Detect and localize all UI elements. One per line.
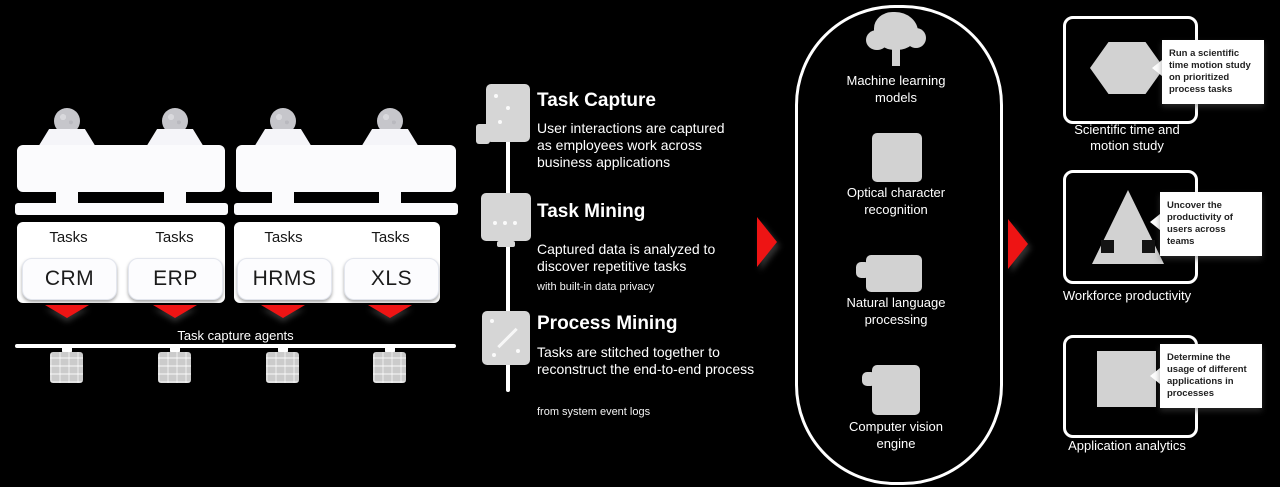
outcome-tooltip: Determine the usage of different applica… [1160, 344, 1262, 408]
capture-agent-icon [266, 352, 299, 383]
engine-item-line: Optical character [846, 185, 946, 200]
step-heading: Task Mining [537, 201, 646, 222]
timeline-connector [506, 115, 510, 392]
app-chip-hrms: HRMS [237, 258, 332, 300]
app-window-icon [1097, 351, 1156, 407]
step-note: from system event logs [537, 406, 651, 418]
outcome-caption: Scientific time and motion study [1047, 122, 1207, 154]
outcome-caption-line: motion study [1090, 138, 1164, 153]
engine-item-label: Optical character recognition [816, 184, 976, 218]
agent-connector [278, 348, 288, 354]
engine-item-label: Natural language processing [816, 294, 976, 328]
desk-base [234, 203, 458, 215]
down-arrow-icon [45, 305, 89, 318]
tasks-label: Tasks [49, 229, 88, 246]
engine-item-line: Machine learning [846, 73, 946, 88]
engine-item-line: recognition [864, 202, 928, 217]
tasks-label: Tasks [155, 229, 194, 246]
desk-leg [272, 192, 294, 204]
step-heading: Process Mining [537, 313, 678, 334]
down-arrow-icon [153, 305, 197, 318]
engine-item-label: Computer vision engine [816, 418, 976, 452]
engine-container [795, 5, 1003, 485]
task-mining-icon-base [497, 241, 515, 247]
app-chip-crm: CRM [22, 258, 117, 300]
outcome-tooltip: Uncover the productivity of users across… [1160, 192, 1262, 256]
app-chip-erp: ERP [128, 258, 223, 300]
task-capture-icon-tab [476, 124, 490, 144]
engine-item-line: Natural language [846, 295, 946, 310]
agent-connector [62, 348, 72, 354]
capture-caption: Task capture agents [177, 328, 294, 343]
engine-item-line: Computer vision [849, 419, 943, 434]
step-description: Captured data is analyzed to discover re… [537, 241, 716, 274]
person-icon [32, 108, 102, 152]
engine-item-line: engine [876, 436, 916, 451]
tooltip-notch [1152, 60, 1162, 76]
computer-vision-icon-notch [862, 372, 876, 386]
nlp-icon-notch [856, 262, 870, 278]
down-arrow-icon [368, 305, 412, 318]
process-mining-icon [482, 311, 530, 365]
engine-item-label: Machine learning models [816, 72, 976, 106]
outcome-caption: Application analytics [1047, 438, 1207, 454]
agent-connector [385, 348, 395, 354]
desk-leg [379, 192, 401, 204]
outcome-caption-line: Scientific time and [1074, 122, 1180, 137]
tooltip-notch [1150, 214, 1160, 230]
outcome-caption-line: Workforce productivity [1062, 288, 1192, 303]
ocr-icon [872, 133, 922, 182]
outcome-caption-line: Application analytics [1068, 438, 1186, 453]
machine-learning-icon [866, 12, 926, 68]
step-note: with built-in data privacy [537, 281, 655, 293]
agent-connector [170, 348, 180, 354]
down-arrow-icon [261, 305, 305, 318]
engine-item-line: models [875, 90, 917, 105]
desk-base [15, 203, 228, 215]
desk-card [236, 145, 456, 192]
capture-agent-icon [158, 352, 191, 383]
desk-leg [56, 192, 78, 204]
task-mining-icon [481, 193, 531, 241]
flow-arrow-icon [1008, 219, 1028, 269]
engine-item-line: processing [864, 312, 928, 327]
flow-arrow-icon [757, 217, 777, 267]
computer-vision-icon [872, 365, 920, 415]
desk-card [17, 145, 225, 192]
tooltip-notch [1150, 368, 1160, 384]
capture-agent-icon [50, 352, 83, 383]
app-chip-xls: XLS [344, 258, 439, 300]
desk-leg [164, 192, 186, 204]
outcome-tooltip: Run a scientific time motion study on pr… [1162, 40, 1264, 104]
stopwatch-icon [1090, 42, 1164, 94]
outcome-caption: Workforce productivity [1047, 288, 1207, 304]
step-description: User interactions are captured as employ… [537, 120, 725, 170]
step-description: Tasks are stitched together to reconstru… [537, 344, 755, 377]
capture-line [15, 344, 456, 348]
task-capture-icon [486, 84, 530, 142]
step-heading: Task Capture [537, 90, 656, 111]
nlp-icon [866, 255, 922, 292]
capture-agent-icon [373, 352, 406, 383]
tasks-label: Tasks [264, 229, 303, 246]
tasks-label: Tasks [371, 229, 410, 246]
